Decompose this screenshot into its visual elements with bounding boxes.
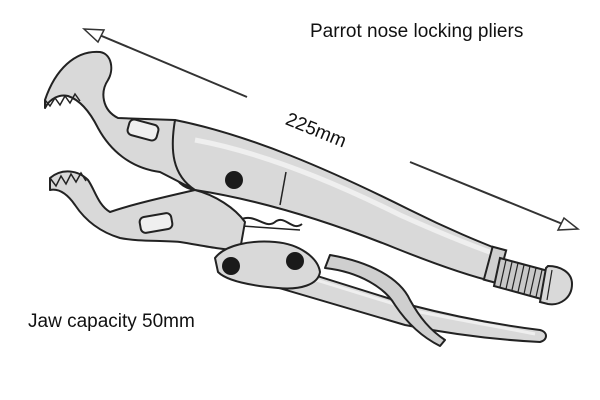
spring [239,217,303,231]
adjustment-screw [492,256,574,306]
rivets [222,171,304,275]
lower-jaw [49,170,246,251]
lower-handle [244,254,547,347]
length-arrow-left [81,28,248,98]
upper-jaw [44,50,196,191]
jaw-capacity-label: Jaw capacity 50mm [28,311,195,332]
diagram-title: Parrot nose locking pliers [310,21,524,42]
length-arrow-right [409,161,581,231]
rivet-upper [225,171,243,189]
rivet-left [222,257,240,275]
rivet-right [286,252,304,270]
